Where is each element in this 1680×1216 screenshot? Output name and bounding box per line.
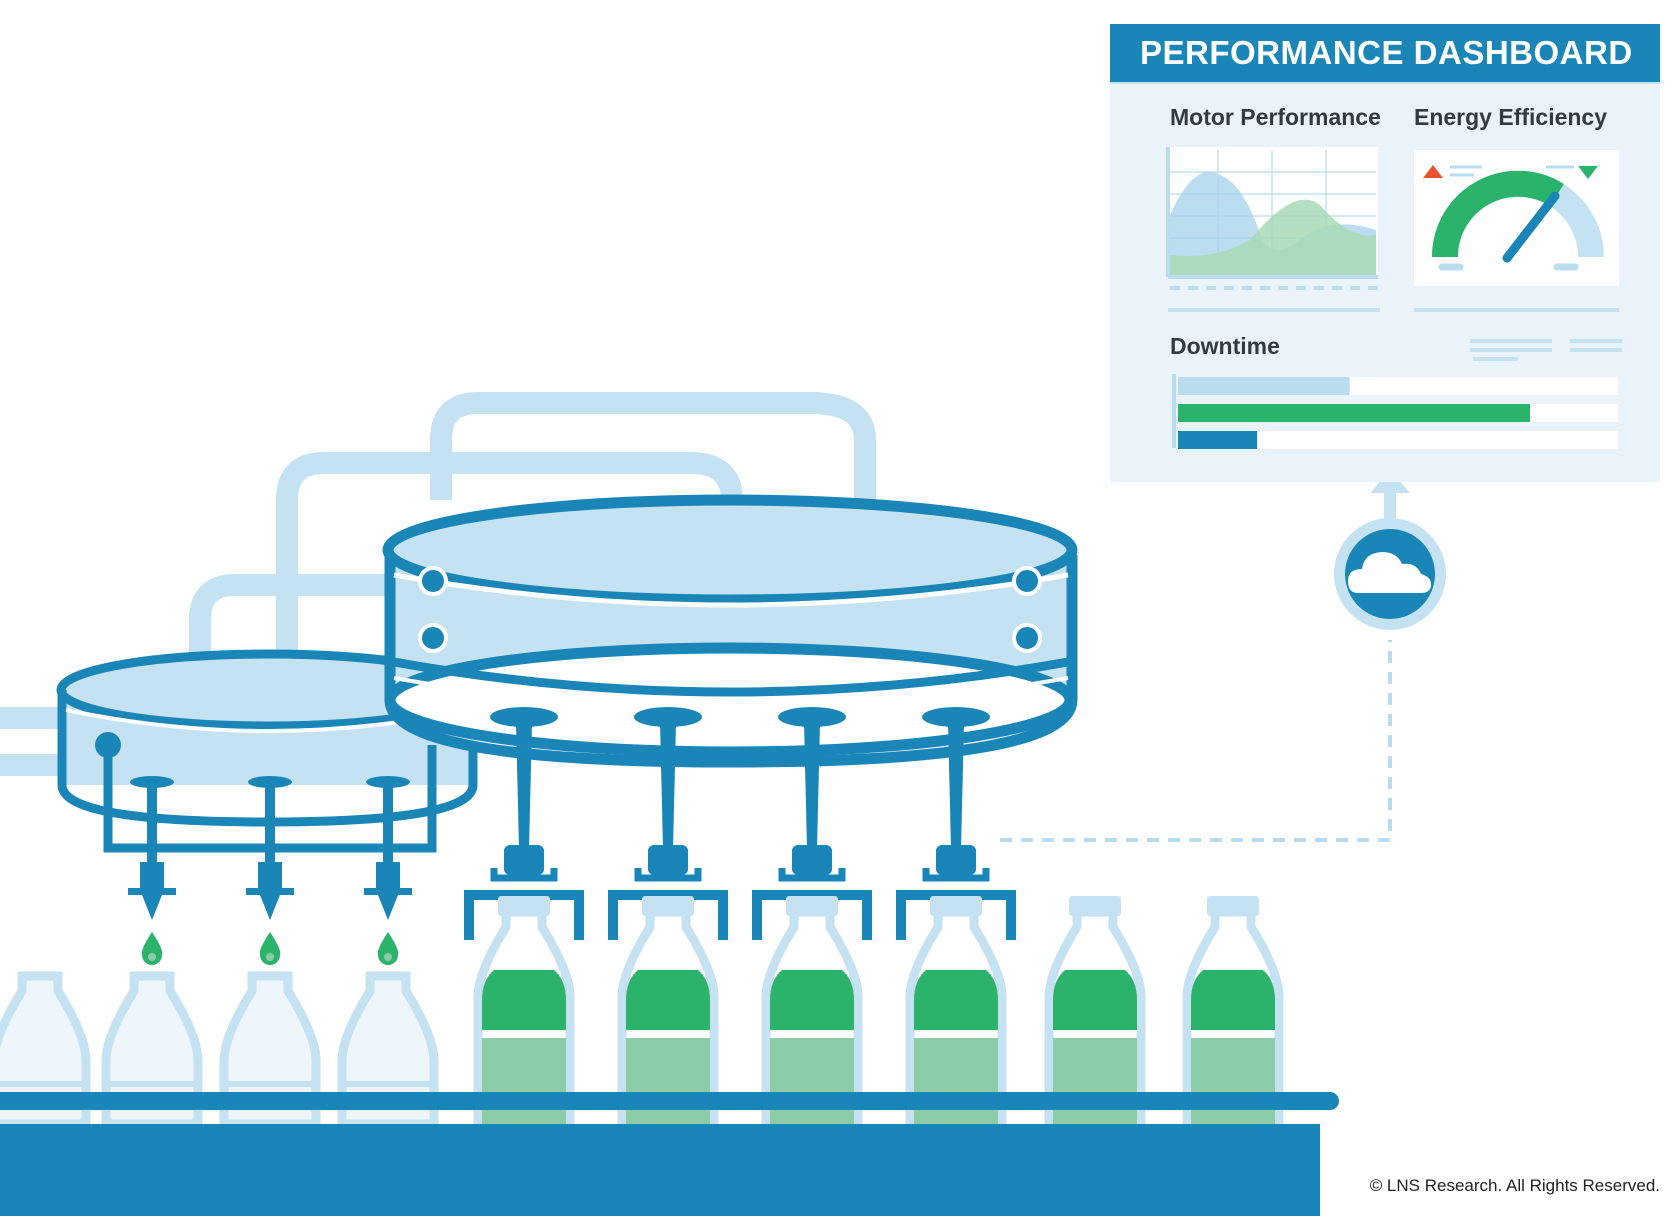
filling-head: [464, 707, 584, 940]
filling-head: [896, 707, 1016, 940]
motor-performance-label: Motor Performance: [1170, 104, 1381, 130]
filled-bottle: [1182, 896, 1284, 1129]
downtime-label: Downtime: [1170, 333, 1280, 359]
empty-bottle: [337, 971, 439, 1129]
downtime-bars: [1178, 377, 1618, 449]
small-nozzle: [246, 776, 294, 965]
filled-bottle: [905, 896, 1007, 1129]
pipe-back-2: [276, 452, 743, 660]
energy-efficiency-gauge: [1414, 150, 1619, 312]
empty-bottle: [101, 971, 203, 1129]
small-nozzle: [128, 776, 176, 965]
cloud-icon: [1348, 552, 1432, 593]
empty-bottle: [219, 971, 321, 1129]
large-filling-heads: [464, 707, 1016, 940]
cloud-node: [1334, 470, 1446, 630]
filled-bottle: [617, 896, 719, 1129]
up-arrow-icon: [1423, 165, 1443, 178]
downtime-bar: [1178, 377, 1350, 395]
pipe-back-3: [189, 574, 395, 660]
conveyor: [0, 1092, 1339, 1216]
small-nozzles: [128, 776, 412, 965]
data-connection-line: [1000, 640, 1392, 842]
filled-bottle: [761, 896, 863, 1129]
dashboard-title: PERFORMANCE DASHBOARD: [1110, 24, 1660, 82]
filling-head: [608, 707, 728, 940]
empty-bottle: [0, 971, 91, 1129]
performance-dashboard: [1110, 24, 1660, 482]
filled-bottle: [473, 896, 575, 1129]
downtime-chart: [1172, 339, 1622, 449]
liquid-drop: [141, 932, 163, 965]
large-filler-carousel: [382, 494, 1078, 768]
filling-head: [752, 707, 872, 940]
down-arrow-icon: [1578, 166, 1598, 179]
liquid-drop: [259, 932, 281, 965]
downtime-bar: [1178, 431, 1258, 449]
filled-bottle: [1044, 896, 1146, 1129]
liquid-drop: [377, 932, 399, 965]
pipe-back-1: [430, 392, 876, 500]
downtime-bar-track: [1178, 431, 1618, 449]
copyright-notice: © LNS Research. All Rights Reserved.: [1369, 1176, 1660, 1195]
pipes: [0, 392, 876, 776]
small-nozzle: [364, 776, 412, 965]
downtime-bar: [1178, 404, 1530, 422]
motor-performance-chart: [1166, 147, 1380, 312]
energy-efficiency-label: Energy Efficiency: [1414, 104, 1608, 130]
bottles: [0, 896, 1284, 1129]
